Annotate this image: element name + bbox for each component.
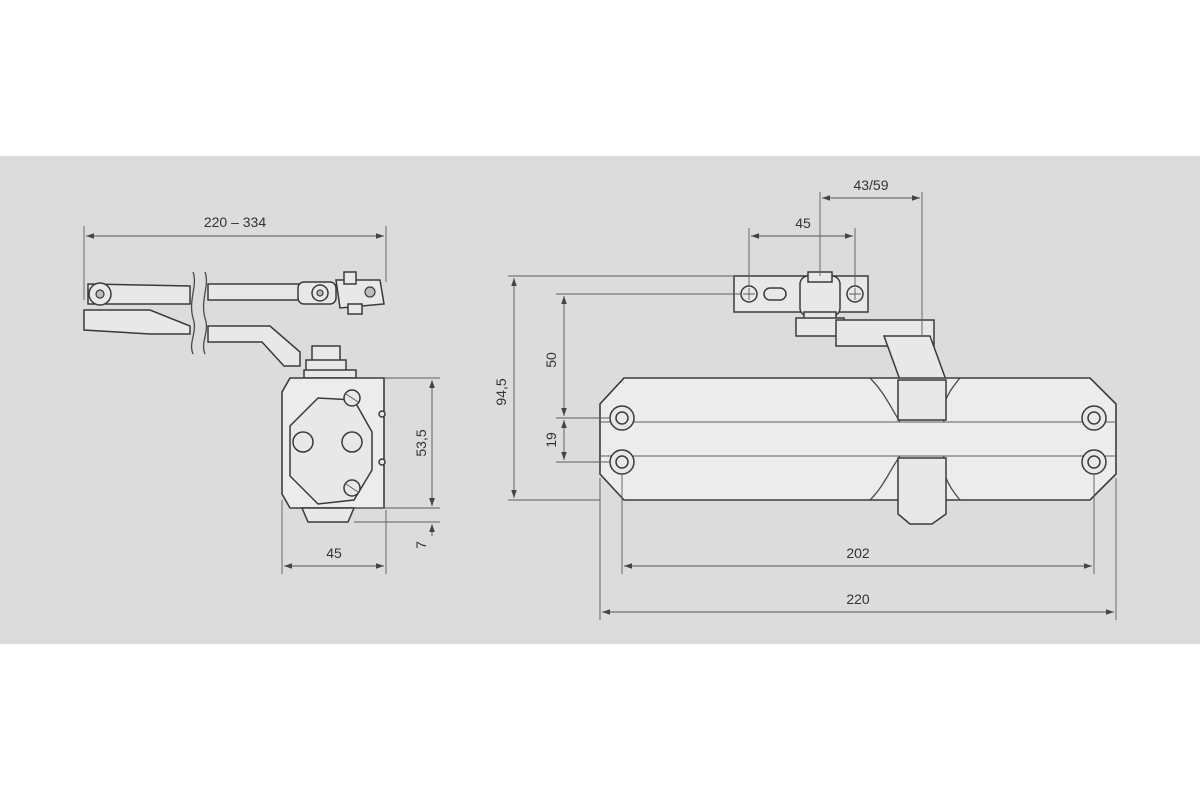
- dim-label-side-width: 45: [326, 545, 342, 561]
- dim-label-hole-distance: 202: [846, 545, 870, 561]
- dim-label-total-length: 220: [846, 591, 870, 607]
- side-arm: [83, 271, 385, 379]
- front-body: [599, 377, 1117, 525]
- dim-label-bracket-offset: 43/59: [853, 177, 888, 193]
- dim-label-bracket-width: 45: [795, 215, 811, 231]
- dim-label-offset: 7: [413, 541, 429, 549]
- side-view: [83, 226, 440, 574]
- side-body: [281, 377, 386, 523]
- dim-label-hole-spacing: 19: [543, 432, 559, 448]
- dim-label-total-height: 94,5: [493, 378, 509, 405]
- side-dimensions: [83, 226, 440, 574]
- dim-label-arm-length: 220 – 334: [204, 214, 266, 230]
- dim-label-body-height: 53,5: [413, 429, 429, 456]
- dim-label-arm-height: 50: [543, 352, 559, 368]
- front-arm-bracket: [733, 271, 948, 381]
- front-dimensions: [508, 192, 1117, 620]
- front-view: [508, 192, 1117, 620]
